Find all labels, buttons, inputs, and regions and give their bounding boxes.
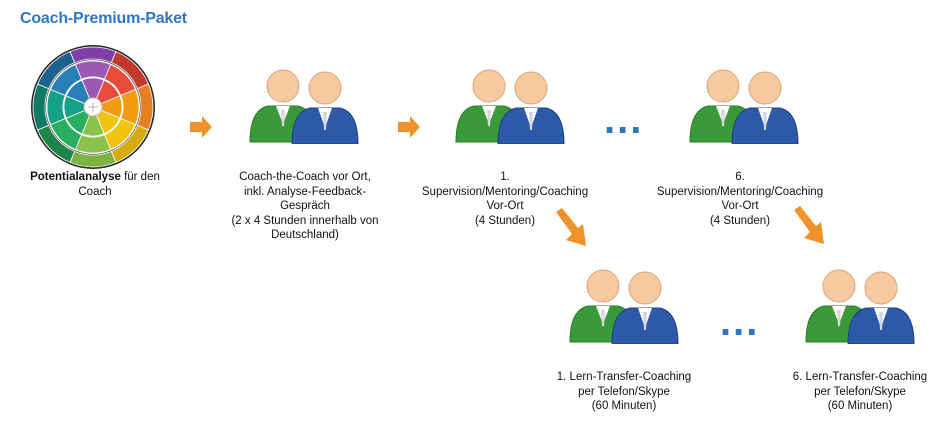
caption-line: per Telefon/Skype [578,385,670,398]
caption-line: 1. [500,171,510,183]
caption-line: (4 Stunden) [709,214,771,227]
caption-line: Gespräch [280,200,330,212]
caption-line: Supervision/Mentoring/Coaching [421,185,589,198]
caption-line: 1. Lern-Transfer-Coaching [556,371,692,383]
arrow-down-right-icon [790,204,830,253]
caption-line: Vor-Ort [721,200,759,212]
caption-line: (60 Minuten) [591,400,657,412]
step-caption-transfer-1: 1. Lern-Transfer-Coaching per Telefon/Sk… [524,370,724,414]
potential-analysis-line2: Coach [78,185,112,198]
caption-line: 6. [735,171,745,183]
caption-line: (2 x 4 Stunden innerhalb von [231,214,379,227]
caption-line: inkl. Analyse-Feedback- [243,185,367,198]
caption-line: Vor-Ort [486,200,524,212]
step-caption-transfer-6: 6. Lern-Transfer-Coaching per Telefon/Sk… [760,370,940,414]
ellipsis: ... [720,300,760,344]
caption-line: per Telefon/Skype [814,385,906,398]
coach-pair-icon [802,266,918,344]
coach-pair-icon [566,266,682,344]
step-caption-supervision-6: 6. Supervision/Mentoring/Coaching Vor-Or… [640,170,840,228]
arrow-down-right-icon [552,206,592,255]
caption-line: (60 Minuten) [827,400,893,412]
arrow-right-icon [396,114,422,145]
caption-line: Deutschland) [271,229,339,241]
coach-pair-icon [686,66,802,144]
ellipsis: ... [604,98,644,142]
potential-analysis-wheel-icon [28,42,158,172]
step-caption-coach-the-coach: Coach-the-Coach vor Ort, inkl. Analyse-F… [205,170,405,243]
potential-analysis-caption: Potentialanalyse für den Coach [10,170,180,199]
caption-line: (4 Stunden) [474,214,536,227]
arrow-right-icon [188,114,214,145]
potential-analysis-suffix: für den [120,171,160,183]
caption-line: 6. Lern-Transfer-Coaching [792,371,928,383]
coach-pair-icon [452,66,568,144]
page-title: Coach-Premium-Paket [20,10,187,27]
caption-line: Supervision/Mentoring/Coaching [656,185,824,198]
coach-pair-icon [246,66,362,144]
step-caption-supervision-1: 1. Supervision/Mentoring/Coaching Vor-Or… [405,170,605,228]
caption-line: Coach-the-Coach vor Ort, [239,171,371,183]
potential-analysis-label: Potentialanalyse [30,171,121,183]
